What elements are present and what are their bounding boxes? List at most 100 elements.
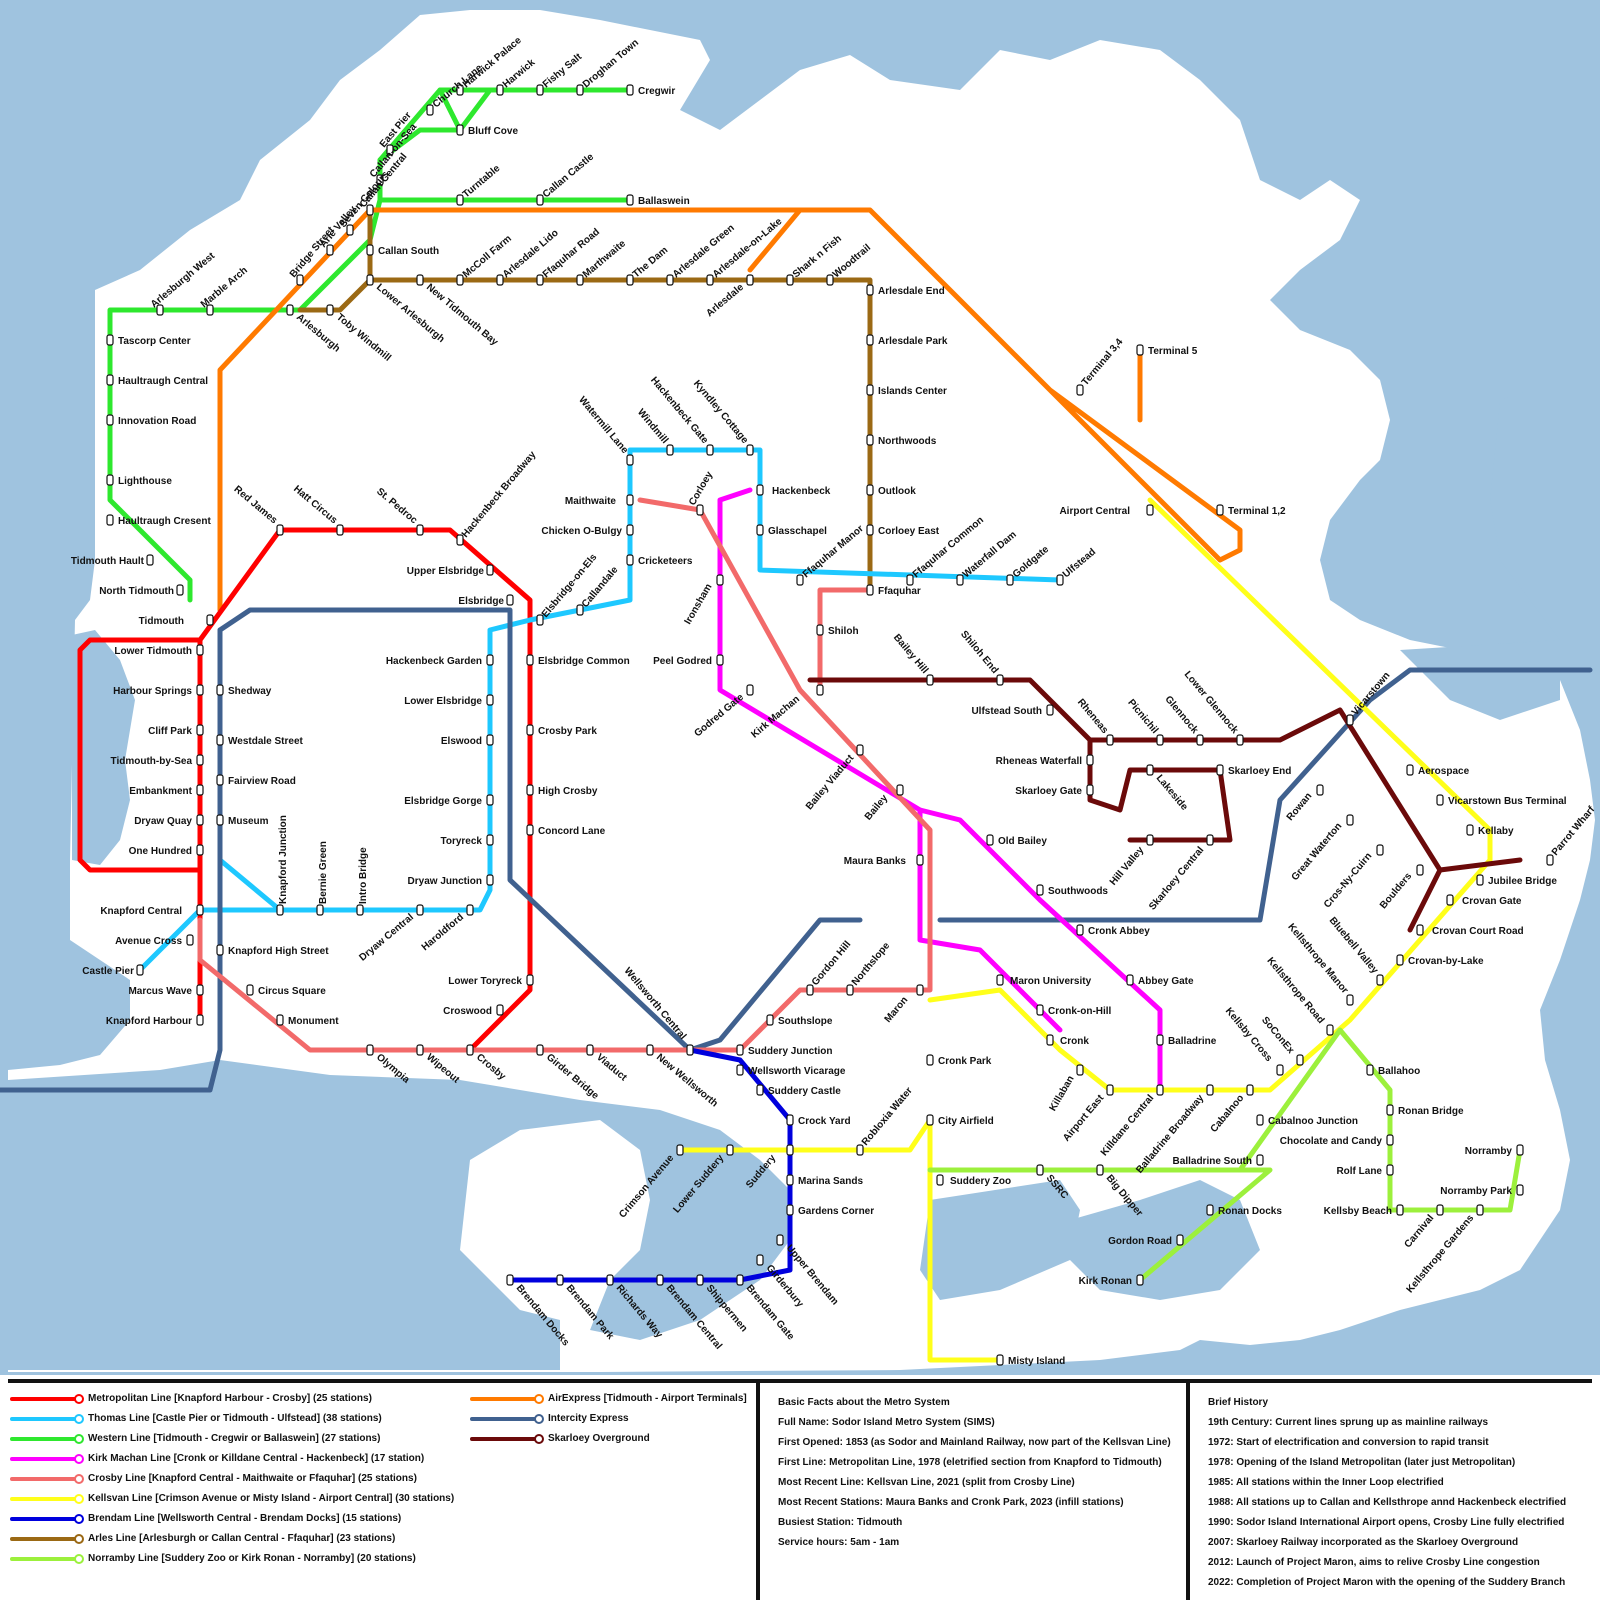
station-marker — [1157, 1035, 1163, 1045]
station-label: Lower Tidmouth — [114, 646, 192, 657]
station-marker — [737, 1045, 743, 1055]
station-marker — [107, 475, 113, 485]
fact-item: Full Name: Sodor Island Metro System (SI… — [778, 1417, 995, 1428]
station-label: Ulfstead South — [971, 706, 1042, 717]
station-marker — [217, 775, 223, 785]
station-label: Haultraugh Cresent — [118, 516, 211, 527]
station-label: Cronk Park — [938, 1056, 992, 1067]
station-marker — [497, 85, 503, 95]
station-label: Elsbridge — [458, 596, 504, 607]
station-marker — [1237, 735, 1243, 745]
station-label: Maron University — [1010, 976, 1092, 987]
station-marker — [737, 1275, 743, 1285]
fact-item: Most Recent Stations: Maura Banks and Cr… — [778, 1497, 1124, 1508]
station-label: Aerospace — [1418, 766, 1470, 777]
station-marker — [507, 1275, 513, 1285]
station-marker — [1407, 765, 1413, 775]
station-marker — [1147, 835, 1153, 845]
station-marker — [107, 415, 113, 425]
station-label: Skarloey Gate — [1015, 786, 1082, 797]
station-marker — [327, 305, 333, 315]
legend-label-skarloey: Skarloey Overground — [548, 1433, 650, 1444]
station-marker — [527, 975, 533, 985]
station-label: Vicarstown Bus Terminal — [1448, 796, 1567, 807]
station-marker — [457, 125, 463, 135]
station-marker — [737, 1065, 743, 1075]
station-marker — [467, 905, 473, 915]
station-marker — [987, 835, 993, 845]
legend-divider-2 — [1186, 1379, 1190, 1600]
station-marker — [467, 1045, 473, 1055]
station-label: Crock Yard — [798, 1116, 851, 1127]
station-marker — [1437, 795, 1443, 805]
station-label: Dryaw Quay — [134, 816, 192, 827]
station-marker — [197, 685, 203, 695]
station-marker — [247, 985, 253, 995]
legend-separator-top — [8, 1379, 1592, 1383]
history-item: 1990: Sodor Island International Airport… — [1208, 1517, 1564, 1528]
station-marker — [827, 275, 833, 285]
station-marker — [667, 445, 673, 455]
history-item: 2022: Completion of Project Maron with t… — [1208, 1577, 1565, 1588]
station-marker — [577, 85, 583, 95]
station-marker — [1377, 975, 1383, 985]
station-label: Crosby Park — [538, 726, 597, 737]
station-marker — [1347, 815, 1353, 825]
station-marker — [217, 815, 223, 825]
legend-label-kellsvan: Kellsvan Line [Crimson Avenue or Misty I… — [88, 1493, 454, 1504]
station-label: Lighthouse — [118, 476, 172, 487]
station-marker — [417, 905, 423, 915]
station-marker — [1367, 1065, 1373, 1075]
station-marker — [1137, 1275, 1143, 1285]
legend-panel: Metropolitan Line [Knapford Harbour - Cr… — [0, 1375, 1600, 1600]
station-marker — [107, 335, 113, 345]
station-label: Hackenbeck — [772, 486, 831, 497]
station-label: Rheneas Waterfall — [996, 756, 1083, 767]
station-marker — [1347, 995, 1353, 1005]
station-marker — [1047, 705, 1053, 715]
station-label: Shedway — [228, 686, 272, 697]
station-marker — [1477, 875, 1483, 885]
station-label: Kellsby Beach — [1324, 1206, 1392, 1217]
station-marker — [1247, 1085, 1253, 1095]
station-label: Marina Sands — [798, 1176, 863, 1187]
station-label: Maura Banks — [844, 856, 907, 867]
legend-swatch-skarloey — [470, 1437, 540, 1441]
station-label: Wellsworth Vicarage — [748, 1066, 846, 1077]
station-marker — [577, 605, 583, 615]
station-label: Norramby — [1465, 1146, 1513, 1157]
station-marker — [697, 505, 703, 515]
station-marker — [997, 675, 1003, 685]
station-marker — [537, 615, 543, 625]
station-label: Arlesdale End — [878, 286, 945, 297]
station-marker — [817, 625, 823, 635]
station-label: Gardens Corner — [798, 1206, 874, 1217]
station-marker — [647, 1045, 653, 1055]
station-marker — [1437, 1205, 1443, 1215]
station-marker — [1207, 835, 1213, 845]
station-marker — [537, 195, 543, 205]
station-marker — [867, 285, 873, 295]
station-label: Tidmouth — [139, 616, 184, 627]
station-marker — [1517, 1185, 1523, 1195]
station-label: Bernie Green — [318, 841, 329, 904]
station-marker — [1257, 1115, 1263, 1125]
fact-item: Busiest Station: Tidmouth — [778, 1517, 902, 1528]
history-item: 1978: Opening of the Island Metropolitan… — [1208, 1457, 1515, 1468]
station-label: Intro Bridge — [358, 847, 369, 904]
station-marker — [537, 1045, 543, 1055]
station-label: North Tidmouth — [99, 586, 174, 597]
station-label: Crovan-by-Lake — [1408, 956, 1484, 967]
station-marker — [277, 905, 283, 915]
station-marker — [787, 275, 793, 285]
station-marker — [217, 945, 223, 955]
station-label: Marcus Wave — [128, 986, 192, 997]
station-label: Gordon Road — [1108, 1236, 1172, 1247]
station-marker — [1317, 785, 1323, 795]
station-label: Jubilee Bridge — [1488, 876, 1557, 887]
station-label: Hackenbeck Garden — [386, 656, 482, 667]
station-marker — [197, 785, 203, 795]
station-label: Bluff Cove — [468, 126, 518, 137]
station-marker — [857, 1145, 863, 1155]
station-marker — [1147, 765, 1153, 775]
